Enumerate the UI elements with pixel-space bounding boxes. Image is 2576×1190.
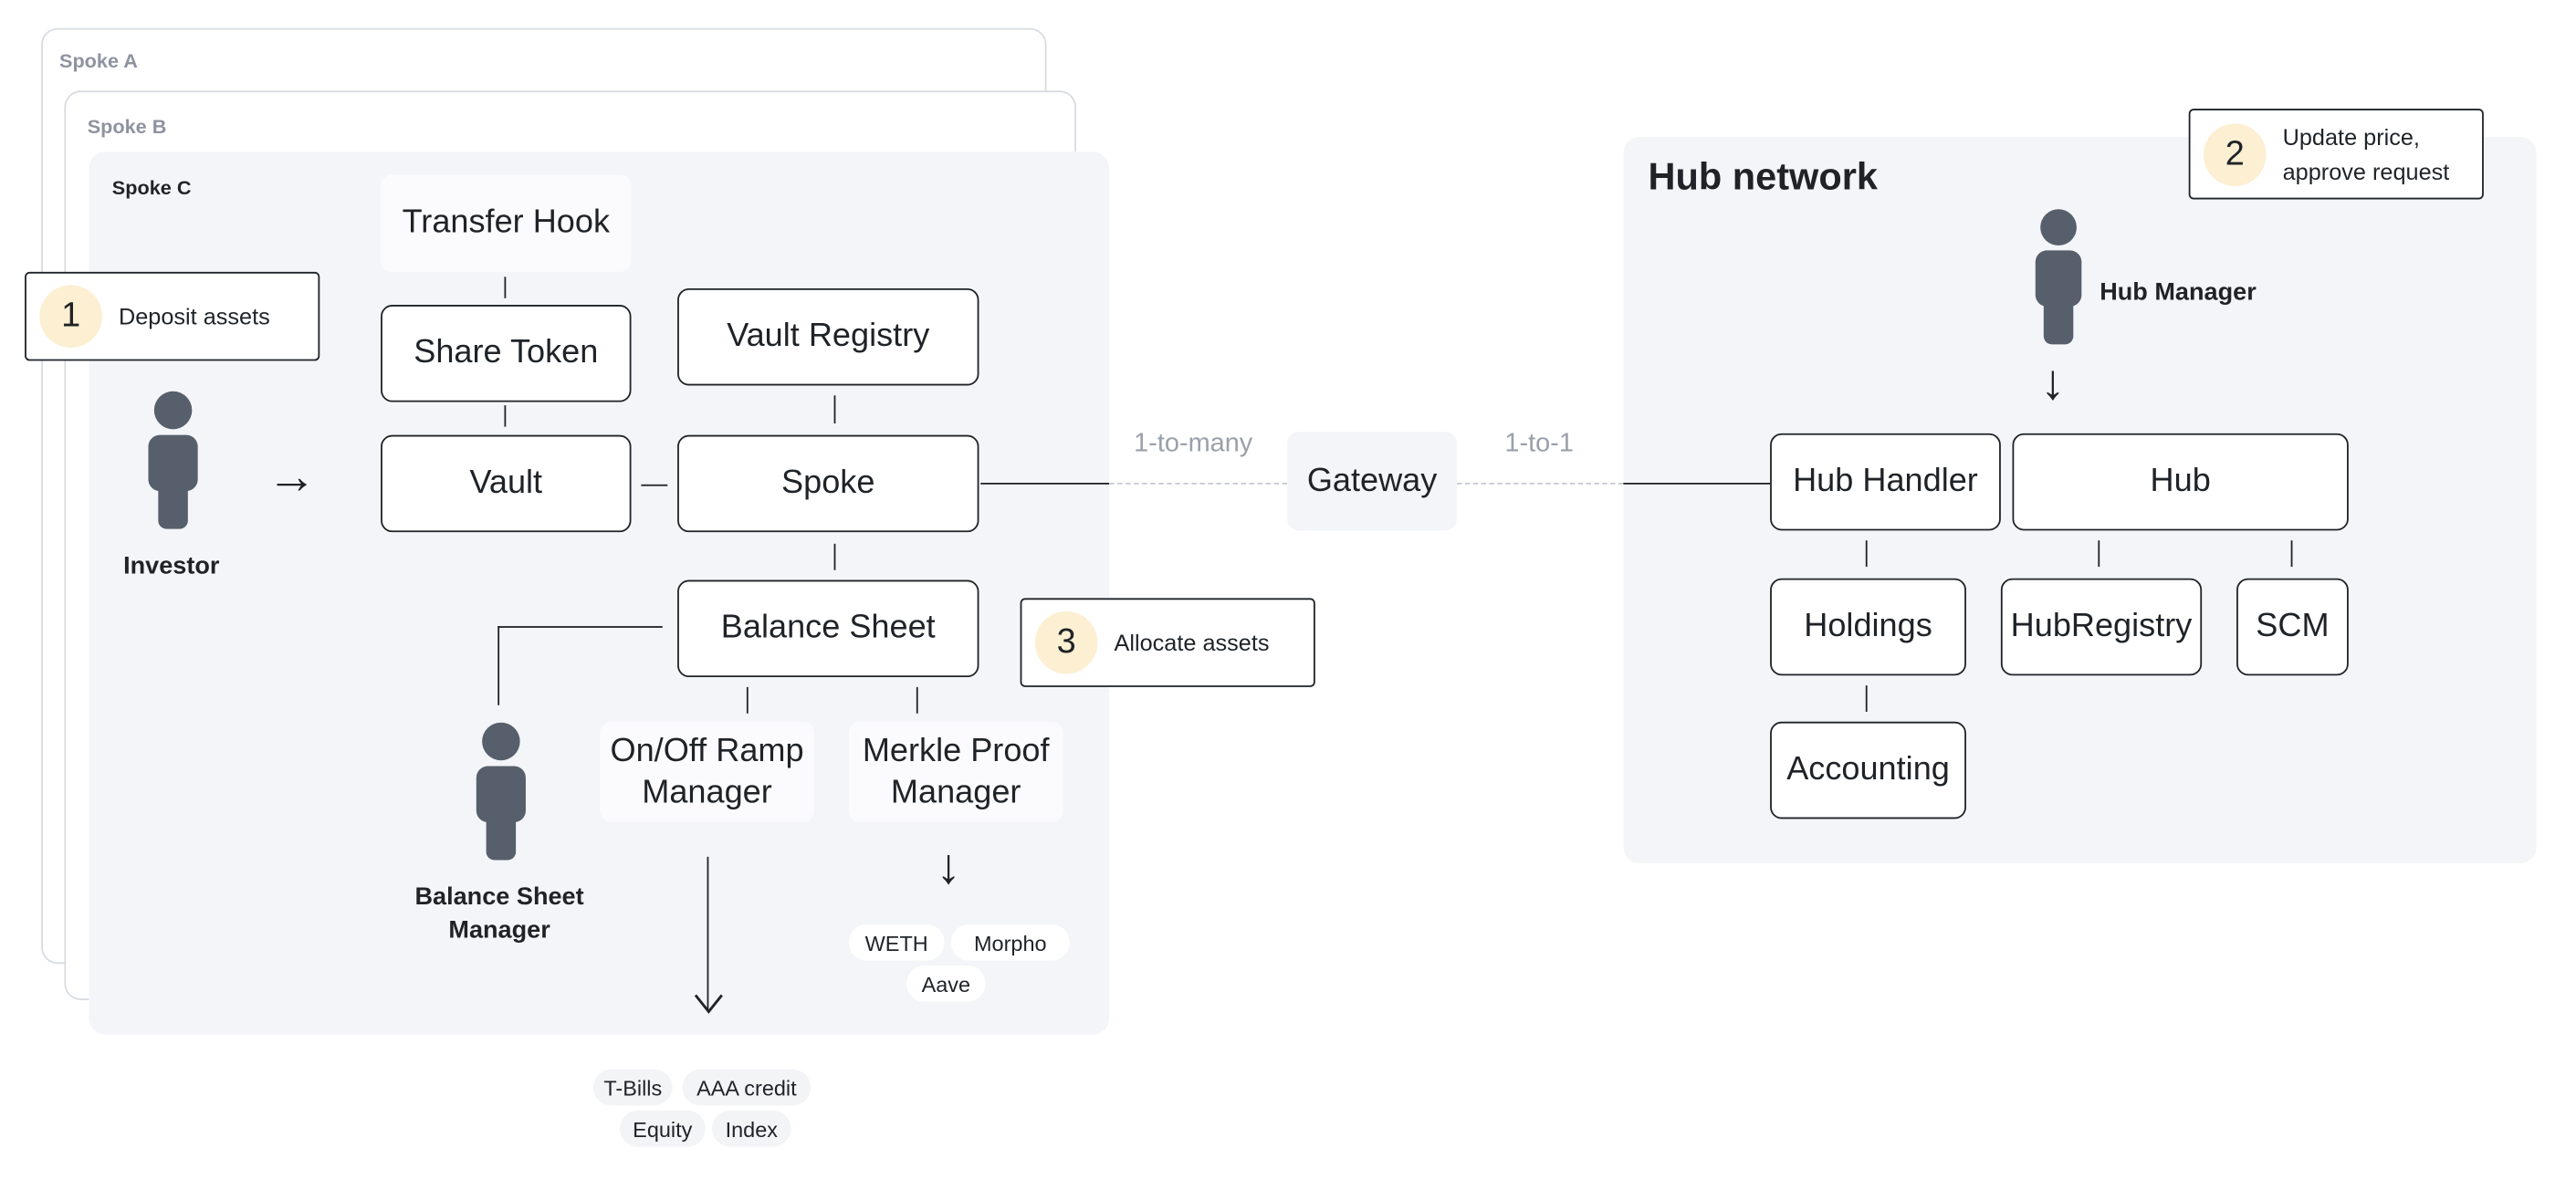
step-2-badge: 2 [2203, 122, 2267, 186]
accounting-node[interactable]: Accounting [1770, 721, 1966, 819]
vault-registry-label: Vault Registry [727, 318, 930, 355]
connector-registry-spoke [833, 395, 836, 424]
hub-manager-label: Hub Manager [2100, 278, 2257, 307]
spoke-b-title: Spoke B [87, 115, 167, 139]
connector-bsm-vertical [497, 626, 500, 705]
connector-hub-scm [2290, 540, 2293, 568]
investor-person-icon [148, 391, 198, 529]
step-2-text: Update price, approve request [2283, 120, 2450, 187]
vault-registry-node[interactable]: Vault Registry [677, 287, 979, 386]
holdings-node[interactable]: Holdings [1770, 578, 1966, 676]
ramp-long-arrow-shaft [707, 856, 709, 1010]
balance-sheet-manager-label: Balance Sheet Manager [382, 882, 616, 945]
dashed-link-spoke-gateway [1109, 483, 1288, 485]
merkle-label-line2: Manager [890, 773, 1021, 810]
hub-manager-down-arrow-icon: ↓ [2040, 355, 2066, 411]
step-2-callout: 2 Update price, approve request [2188, 109, 2484, 200]
hub-handler-label: Hub Handler [1793, 463, 1978, 500]
step-3-text: Allocate assets [1114, 629, 1270, 656]
onoff-ramp-label-line2: Manager [642, 773, 772, 810]
bsm-label-line1: Balance Sheet [414, 882, 584, 912]
share-token-label: Share Token [414, 334, 599, 371]
balance-sheet-manager-person-icon [476, 722, 526, 861]
gateway-label: Gateway [1306, 462, 1438, 499]
spoke-label: Spoke [781, 465, 875, 501]
connector-balance-ramp [746, 686, 749, 714]
protocol-chip-morpho: Morpho [950, 924, 1070, 961]
transfer-hook-node[interactable]: Transfer Hook [381, 174, 632, 272]
connector-vault-spoke [641, 484, 668, 487]
spoke-c-title: Spoke C [111, 176, 192, 200]
share-token-node[interactable]: Share Token [381, 305, 632, 402]
balance-sheet-label: Balance Sheet [720, 610, 936, 646]
connector-token-vault [504, 405, 507, 427]
protocol-chip-aave: Aave [906, 966, 986, 1002]
merkle-down-arrow-icon: ↓ [936, 840, 961, 895]
merkle-label-line1: Merkle Proof [862, 732, 1050, 769]
balance-sheet-node[interactable]: Balance Sheet [677, 579, 979, 678]
hub-manager-person-icon [2035, 209, 2082, 345]
hub-node[interactable]: Hub [2012, 433, 2349, 531]
offchain-chip-tbills: T-Bills [592, 1069, 673, 1106]
hub-registry-node[interactable]: HubRegistry [2000, 578, 2203, 676]
step-1-callout: 1 Deposit assets [25, 271, 320, 361]
investor-label: Investor [123, 551, 220, 580]
connector-balance-merkle [916, 686, 919, 714]
vault-node[interactable]: Vault [381, 434, 632, 533]
step-1-badge: 1 [39, 285, 102, 348]
connector-bsm-horizontal [497, 626, 663, 629]
connector-hook-token [504, 277, 507, 298]
connector-holdings-accounting [1865, 685, 1869, 712]
merkle-proof-manager-node[interactable]: Merkle Proof Manager [848, 721, 1063, 822]
hub-registry-label: HubRegistry [2010, 608, 2193, 644]
step-3-badge: 3 [1034, 611, 1098, 674]
connector-hub-in [1623, 483, 1771, 485]
gateway-node[interactable]: Gateway [1287, 432, 1458, 531]
scm-label: SCM [2256, 608, 2330, 644]
connector-spoke-balance [833, 543, 836, 570]
offchain-chip-index: Index [711, 1110, 791, 1147]
scm-node[interactable]: SCM [2236, 578, 2349, 676]
hub-handler-node[interactable]: Hub Handler [1770, 433, 2001, 531]
step-3-callout: 3 Allocate assets [1020, 598, 1315, 687]
hub-network-title: Hub network [1648, 154, 1878, 198]
bsm-label-line2: Manager [448, 914, 550, 944]
step-1-text: Deposit assets [118, 302, 270, 329]
transfer-hook-label: Transfer Hook [402, 204, 611, 241]
dashed-link-gateway-hub [1457, 483, 1624, 485]
relation-one-to-many: 1-to-many [1134, 430, 1253, 458]
hub-label: Hub [2150, 463, 2211, 500]
connector-spoke-out [980, 483, 1110, 485]
step-2-text-line2: approve request [2282, 157, 2450, 184]
connector-hub-registry [2098, 540, 2100, 568]
protocol-chip-weth: WETH [848, 924, 945, 961]
offchain-chip-equity: Equity [619, 1110, 706, 1147]
connector-handler-holdings [1865, 540, 1869, 568]
accounting-label: Accounting [1786, 751, 1950, 788]
onoff-ramp-manager-node[interactable]: On/Off Ramp Manager [600, 721, 814, 822]
holdings-label: Holdings [1804, 608, 1932, 644]
spoke-node[interactable]: Spoke [677, 434, 979, 533]
relation-one-to-one: 1-to-1 [1504, 430, 1574, 458]
vault-label: Vault [469, 465, 543, 501]
onoff-ramp-label-line1: On/Off Ramp [610, 732, 804, 769]
step-2-text-line1: Update price, [2282, 123, 2420, 151]
offchain-chip-aaa-credit: AAA credit [682, 1069, 812, 1106]
spoke-a-title: Spoke A [58, 49, 138, 73]
ramp-long-arrow-head-icon [694, 994, 723, 1014]
right-arrow-icon: → [267, 449, 317, 505]
